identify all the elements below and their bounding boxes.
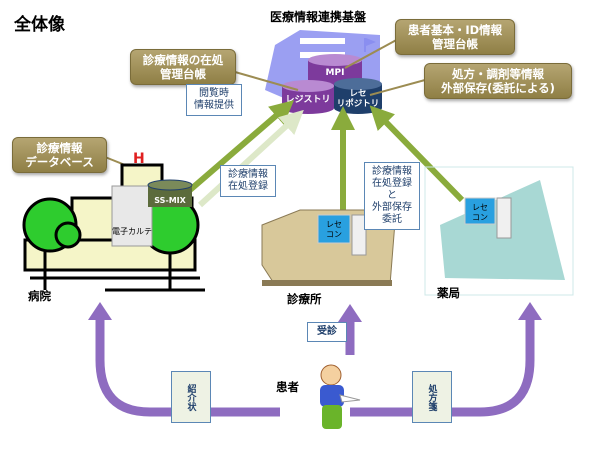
callout-clinical-database: 診療情報 データベース bbox=[12, 137, 107, 173]
arrow-hospital-to-hub bbox=[188, 100, 295, 193]
referral-document: 紹介状 bbox=[171, 371, 211, 423]
callout-text: 管理台帳 bbox=[432, 37, 478, 51]
emr-label: 電子カルテ bbox=[112, 227, 152, 236]
callout-text: 管理台帳 bbox=[160, 67, 206, 81]
arrow-patient-to-pharmacy bbox=[350, 318, 535, 417]
arrow-head-clinic bbox=[338, 304, 362, 322]
callout-text: 診療情報の在処 bbox=[142, 53, 224, 67]
prescription-document: 処方箋 bbox=[412, 371, 452, 423]
registry-database-icon bbox=[282, 80, 334, 114]
hospital-building-icon: H bbox=[22, 151, 205, 292]
pharmacy-label: 薬局 bbox=[437, 286, 460, 300]
svg-text:H: H bbox=[133, 151, 145, 167]
mpi-label: MPI bbox=[326, 68, 345, 78]
callout-text: と bbox=[387, 190, 397, 201]
callout-register-clinic: 診療情報 在処登録 と 外部保存 委託 bbox=[364, 162, 420, 230]
clinic-building-icon bbox=[261, 209, 396, 286]
callout-view-info: 閲覧時 情報提供 bbox=[186, 84, 242, 116]
callout-text: 診療情報 bbox=[228, 169, 268, 180]
callout-location-ledger: 診療情報の在処 管理台帳 bbox=[130, 49, 236, 85]
callout-text: 外部保存(委託による) bbox=[441, 81, 555, 95]
callout-text: 外部保存 bbox=[372, 202, 412, 213]
arrow-head-hospital bbox=[88, 302, 112, 320]
pharmacy-building-icon bbox=[424, 166, 574, 296]
clinic-label: 診療所 bbox=[287, 292, 322, 306]
callout-text: 診療情報 bbox=[372, 166, 412, 177]
callout-text: 処方・調剤等情報 bbox=[452, 67, 544, 81]
callout-text: データベース bbox=[25, 155, 94, 169]
arrow-patient-to-hospital bbox=[95, 318, 280, 417]
pointer-patient-ledger bbox=[344, 37, 401, 69]
callout-prescription-storage: 処方・調剤等情報 外部保存(委託による) bbox=[424, 63, 572, 99]
repository-label-1: レセ bbox=[349, 89, 366, 99]
clinic-rececon-1: レセ bbox=[326, 220, 342, 229]
callout-register-hospital: 診療情報 在処登録 bbox=[220, 165, 276, 197]
hospital-label: 病院 bbox=[28, 289, 51, 303]
pharmacy-rececon-2: コン bbox=[472, 213, 488, 222]
arrow-pharmacy-to-hub bbox=[369, 105, 465, 203]
clinic-rececon-2: コン bbox=[326, 230, 342, 239]
arrow-hospital-register bbox=[197, 109, 304, 208]
pharmacy-rececon-1: レセ bbox=[472, 203, 488, 212]
page-title: 全体像 bbox=[14, 15, 65, 35]
callout-text: 情報提供 bbox=[194, 100, 234, 111]
callout-text: 患者基本・ID情報 bbox=[407, 23, 503, 37]
callout-text: 委託 bbox=[382, 214, 402, 225]
patient-figure-icon bbox=[320, 364, 361, 429]
callout-text: 閲覧時 bbox=[199, 88, 229, 99]
patient-label: 患者 bbox=[276, 380, 299, 394]
registry-label: レジストリ bbox=[285, 94, 330, 105]
callout-patient-id-ledger: 患者基本・ID情報 管理台帳 bbox=[395, 19, 515, 55]
pointer-location-ledger bbox=[227, 69, 299, 91]
ssmix-label: SS-MIX bbox=[154, 196, 186, 205]
arrow-head-pharmacy bbox=[518, 302, 542, 320]
callout-text: 在処登録 bbox=[228, 181, 268, 192]
pointer-prescription-storage bbox=[369, 79, 426, 96]
callout-text: 在処登録 bbox=[372, 178, 412, 189]
consultation-badge: 受診 bbox=[307, 322, 347, 342]
callout-text: 診療情報 bbox=[36, 141, 83, 155]
ssmix-database-icon bbox=[147, 179, 193, 207]
hub-title: 医療情報連携基盤 bbox=[270, 10, 367, 24]
repository-label-2: リポジトリ bbox=[337, 98, 380, 109]
